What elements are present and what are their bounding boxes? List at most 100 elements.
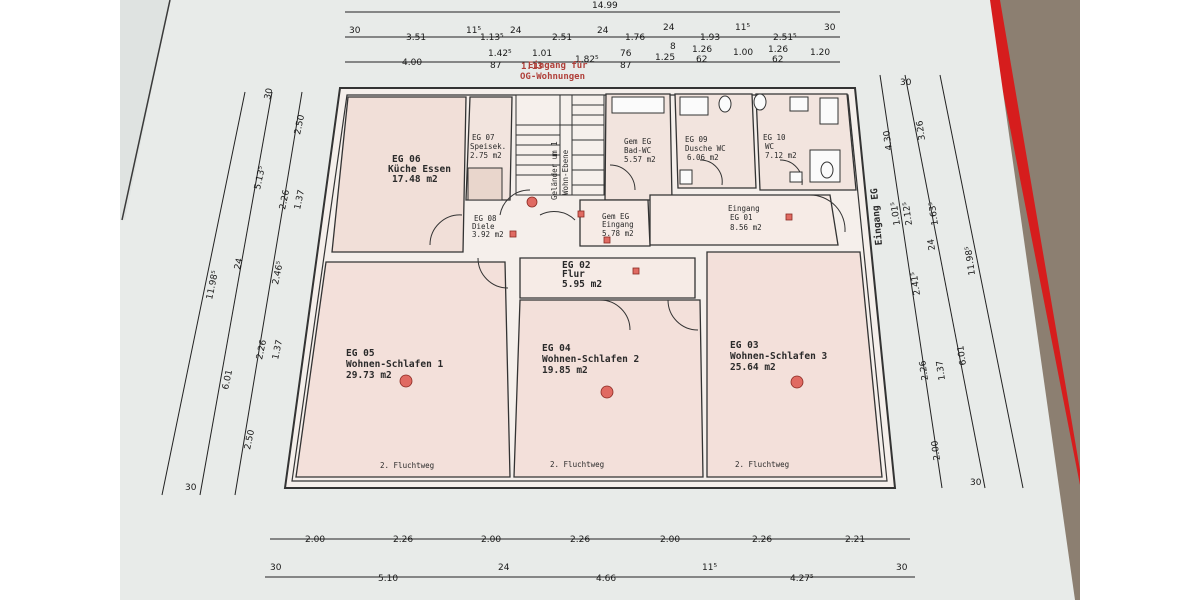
- room-eg06-label: EG 06 Küche Essen 17.48 m2: [388, 154, 451, 185]
- dim: 4.00: [402, 58, 422, 68]
- dim: 11.98⁵: [964, 245, 978, 276]
- dim: 1.13⁵: [480, 33, 504, 43]
- room-id: Gem EG: [624, 137, 652, 146]
- room-id: EG 05: [346, 348, 375, 359]
- room-eg02: [519, 257, 696, 299]
- dim: 1.00: [733, 48, 753, 58]
- room-eg08-label: EG 08 Diele 3.92 m2: [472, 214, 504, 239]
- dim: 62: [772, 55, 783, 65]
- dim-right: 11.98⁵ 30 6.01 24 3.26 30 4.30 2.12⁵ 2.4…: [869, 78, 982, 488]
- room-id: EG 08: [474, 214, 497, 223]
- dim: 24: [597, 26, 609, 36]
- room-name: Flur: [562, 269, 585, 280]
- dim: 3.51: [406, 33, 426, 43]
- dim: 1.26: [768, 45, 788, 55]
- room-id: EG 03: [730, 340, 759, 351]
- room-id: EG 06: [392, 154, 421, 165]
- room-name: Küche Essen: [388, 164, 451, 175]
- room-eg02-label: EG 02 Flur 5.95 m2: [562, 260, 602, 290]
- dim-top-total: 14.99: [592, 1, 618, 11]
- room-eg01: [649, 194, 839, 246]
- dimension-lines: [161, 11, 1024, 578]
- dim: 24: [663, 23, 675, 33]
- dim: 1.26: [692, 45, 712, 55]
- room-name: Eingang: [602, 220, 634, 229]
- dim: 2.00: [481, 535, 501, 545]
- room-eg05-label: EG 05 Wohnen-Schlafen 1 29.73 m2: [346, 348, 444, 381]
- room-area: 5.95 m2: [562, 279, 602, 290]
- room-area: 17.48 m2: [392, 174, 438, 185]
- dim: 2.51⁵: [773, 33, 797, 43]
- dim: 24: [233, 257, 245, 271]
- room-area: 5.57 m2: [624, 155, 656, 164]
- room-eg03-label: EG 03 Wohnen-Schlafen 3 25.64 m2: [730, 340, 828, 373]
- ceiling-markers: [399, 196, 804, 399]
- dim: 5.10: [378, 574, 398, 584]
- dim: 2.50: [293, 114, 307, 136]
- entrance-og-line1: Eingang für: [528, 60, 588, 71]
- room-id: EG 04: [542, 343, 571, 354]
- dim: 30: [824, 23, 836, 33]
- dim: 2.26: [752, 535, 772, 545]
- room-eg04-label: EG 04 Wohnen-Schlafen 2 19.85 m2: [542, 343, 639, 376]
- dim: 11⁵: [466, 26, 481, 36]
- stair-note-1: Geländer um 1: [550, 141, 559, 200]
- room-area: 3.92 m2: [472, 230, 504, 239]
- room-name: Wohnen-Schlafen 1: [346, 359, 444, 370]
- room-eg07-label: EG 07 Speisek. 2.75 m2: [470, 133, 506, 160]
- room-id: Gem EG: [602, 212, 630, 221]
- dim-top-row2: 30 3.51 11⁵ 1.13⁵ 24 2.51 24 1.76 24 1.9…: [349, 23, 836, 52]
- room-area: 8.56 m2: [730, 223, 762, 232]
- dim: 8: [670, 42, 676, 52]
- room-id: EG 10: [763, 133, 786, 142]
- dim: 2.51: [552, 33, 572, 43]
- dim: 2.12⁵: [902, 201, 915, 226]
- room-eg10-label: EG 10 WC 7.12 m2: [763, 133, 797, 160]
- room-gem-eingang-label: Gem EG Eingang 5.78 m2: [602, 212, 634, 238]
- dim: 6.01: [956, 345, 969, 366]
- dim: 24: [498, 563, 510, 573]
- dim: 30: [185, 483, 197, 493]
- dim: 1.82⁵: [575, 55, 599, 65]
- dim: 30: [349, 26, 361, 36]
- room-area: 25.64 m2: [730, 362, 776, 373]
- room-name: Dusche WC: [685, 144, 726, 153]
- dim: 2.26: [570, 535, 590, 545]
- dim: 1.93: [700, 33, 720, 43]
- room-name: Wohnen-Schlafen 2: [542, 354, 639, 365]
- dim: 1.37: [293, 189, 307, 211]
- room-name: Speisek.: [470, 142, 506, 151]
- room-id: EG 02: [562, 260, 591, 271]
- dim: 3.26: [915, 119, 928, 141]
- room-area: 6.06 m2: [687, 153, 719, 162]
- room-area: 5.78 m2: [602, 229, 634, 238]
- entrance-og-line2: OG-Wohnungen: [520, 72, 585, 82]
- room-area: 7.12 m2: [765, 151, 797, 160]
- room-area: 19.85 m2: [542, 365, 588, 376]
- entrance-eg-label: Eingang EG: [869, 187, 885, 245]
- dim: 1.01: [532, 49, 552, 59]
- dim: 2.00: [305, 535, 325, 545]
- dim: 1.13: [521, 62, 543, 72]
- dim: 30: [900, 78, 912, 88]
- room-eg05: [295, 261, 511, 478]
- room-id: Eingang: [728, 204, 760, 213]
- dim: 4.27⁵: [790, 574, 814, 584]
- room-name: Bad-WC: [624, 146, 651, 155]
- dim-bottom-row1: 2.00 2.26 2.00 2.26 2.00 2.26 2.21: [305, 535, 865, 545]
- dim: 1.37: [935, 360, 948, 381]
- dim-top-row3: 4.00 1.42⁵ 1.01 1.82⁵ 76 1.25 1.26 1.00 …: [402, 45, 830, 72]
- dim: 30: [896, 563, 908, 573]
- room-eg01-label: Eingang EG 01 8.56 m2: [728, 204, 762, 232]
- escape-route-1: 2. Fluchtweg: [380, 461, 434, 470]
- dim: 87: [490, 61, 501, 71]
- dim: 2.21: [845, 535, 865, 545]
- dim: 2.46⁵: [271, 260, 286, 286]
- escape-route-3: 2. Fluchtweg: [735, 460, 789, 469]
- dim: 1.25: [655, 53, 675, 63]
- room-name: WC: [765, 142, 774, 151]
- dim: 1.37: [271, 339, 285, 361]
- dim: 2.26: [918, 359, 931, 381]
